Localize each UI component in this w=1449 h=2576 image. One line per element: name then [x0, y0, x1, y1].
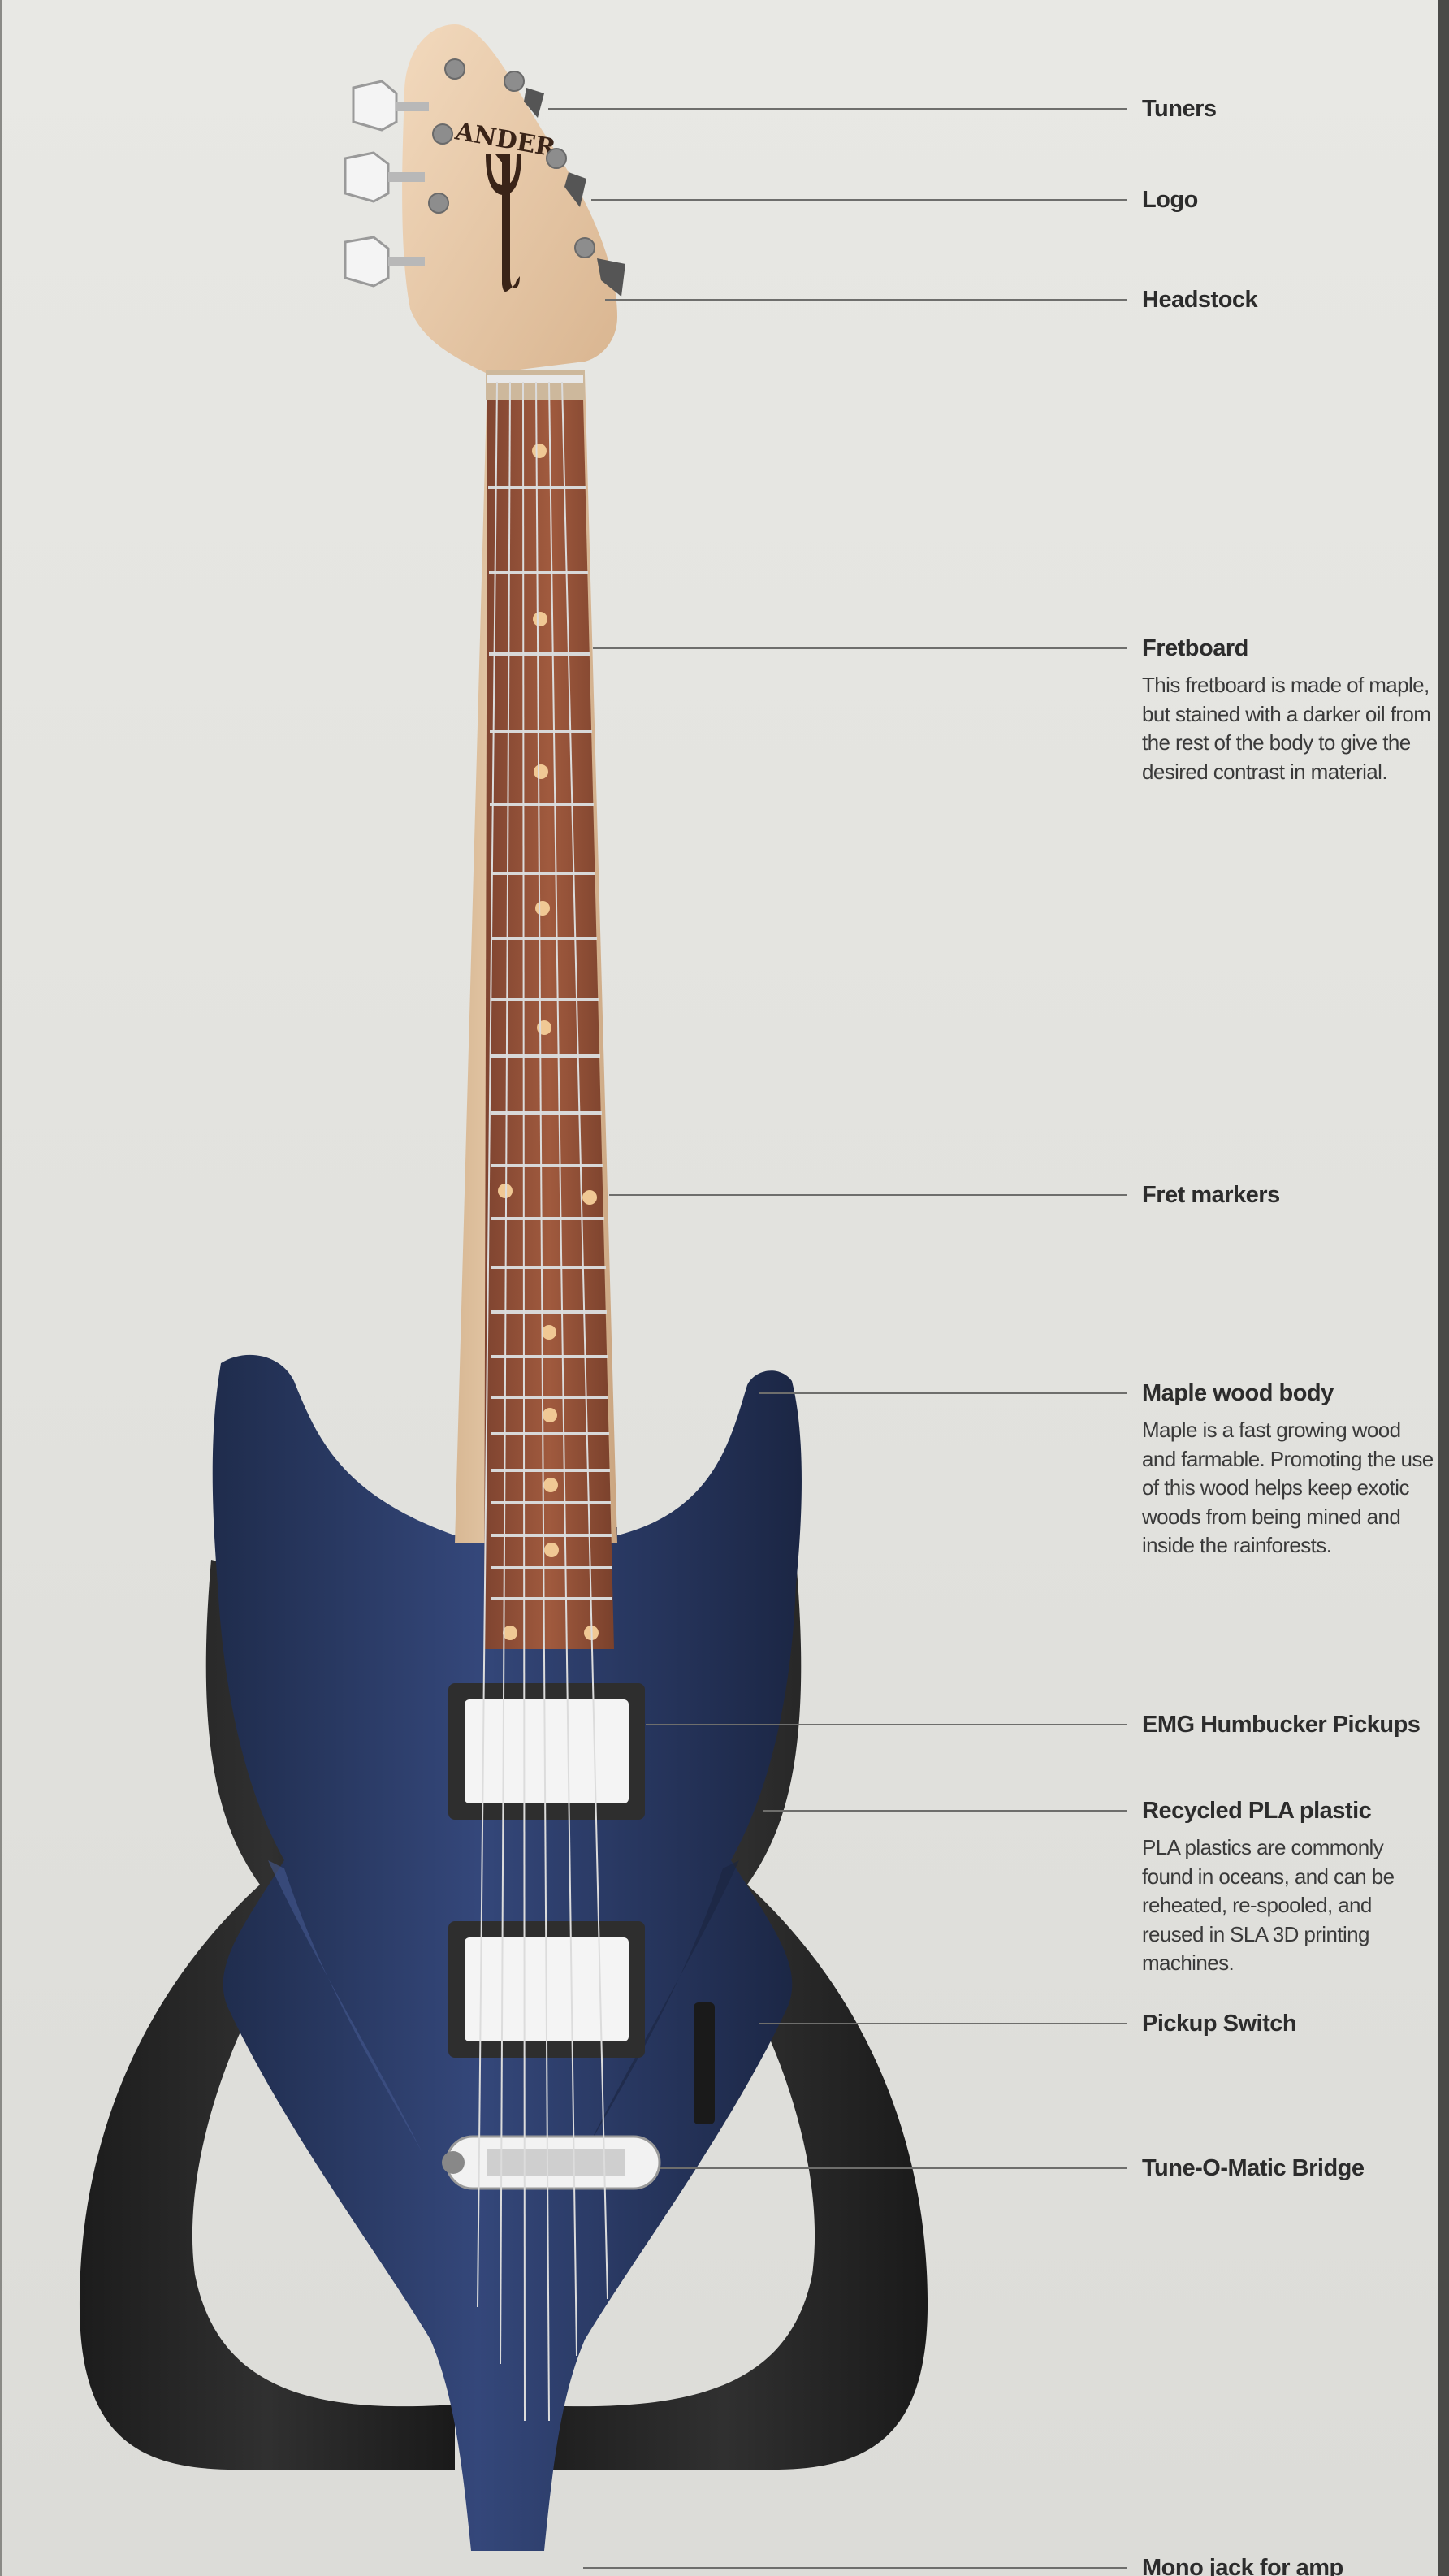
- callout-description: This fretboard is made of maple, but sta…: [1142, 673, 1431, 784]
- callout-title: Tuners: [1142, 96, 1217, 122]
- headstock: ANDER: [344, 24, 625, 400]
- callout-emg-humbucker-pickups: EMG Humbucker Pickups: [1142, 1710, 1434, 1739]
- callout-title: Recycled PLA plastic: [1142, 1798, 1372, 1824]
- leader-line-fretboard: [593, 647, 1127, 649]
- leader-line-logo: [591, 199, 1127, 201]
- callout-title: Fretboard: [1142, 635, 1248, 661]
- callout-title: Maple wood body: [1142, 1380, 1334, 1406]
- right-edge: [1438, 0, 1449, 2576]
- callout-title: Headstock: [1142, 287, 1258, 313]
- tune-o-matic-bridge: [442, 2135, 661, 2190]
- pickup-switch: [694, 2002, 715, 2124]
- callout-fret-markers: Fret markers: [1142, 1180, 1434, 1210]
- callout-fretboard: Fretboard This fretboard is made of mapl…: [1142, 634, 1434, 786]
- leader-line-headstock: [605, 299, 1127, 301]
- callout-title: Pickup Switch: [1142, 2011, 1297, 2037]
- fret-marker-dots: [498, 444, 599, 1640]
- callout-pickup-switch: Pickup Switch: [1142, 2009, 1434, 2038]
- fretboard: [484, 398, 614, 1649]
- callout-title: Tune-O-Matic Bridge: [1142, 2155, 1365, 2181]
- callout-description: Maple is a fast growing wood and farmabl…: [1142, 1418, 1434, 1557]
- callout-mono-jack: Mono jack for amp: [1142, 2553, 1434, 2576]
- leader-line-recycled-pla-plastic: [763, 1810, 1127, 1812]
- leader-line-emg-humbucker-pickups: [646, 1724, 1127, 1725]
- frets: [488, 486, 612, 1600]
- callout-title: Logo: [1142, 187, 1198, 213]
- callout-tuners: Tuners: [1142, 94, 1434, 123]
- callout-title: EMG Humbucker Pickups: [1142, 1712, 1421, 1738]
- callout-headstock: Headstock: [1142, 285, 1434, 314]
- callout-logo: Logo: [1142, 185, 1434, 214]
- callout-title: Mono jack for amp: [1142, 2555, 1343, 2576]
- leader-line-fret-markers: [609, 1194, 1127, 1196]
- callout-description: PLA plastics are commonly found in ocean…: [1142, 1835, 1395, 1975]
- tuners: [344, 58, 625, 297]
- plastic-frame: [79, 1560, 928, 2470]
- callout-title: Fret markers: [1142, 1182, 1280, 1208]
- callout-tune-o-matic-bridge: Tune-O-Matic Bridge: [1142, 2154, 1434, 2183]
- callout-maple-wood-body: Maple wood body Maple is a fast growing …: [1142, 1379, 1434, 1561]
- callout-recycled-pla-plastic: Recycled PLA plastic PLA plastics are co…: [1142, 1796, 1434, 1978]
- strings: [477, 381, 608, 2422]
- leader-line-tune-o-matic-bridge: [660, 2167, 1127, 2169]
- leader-line-tuners: [548, 108, 1127, 110]
- leader-line-maple-wood-body: [759, 1392, 1127, 1394]
- leader-line-pickup-switch: [759, 2023, 1127, 2024]
- left-edge: [0, 0, 2, 2576]
- leader-line-mono-jack: [583, 2567, 1127, 2569]
